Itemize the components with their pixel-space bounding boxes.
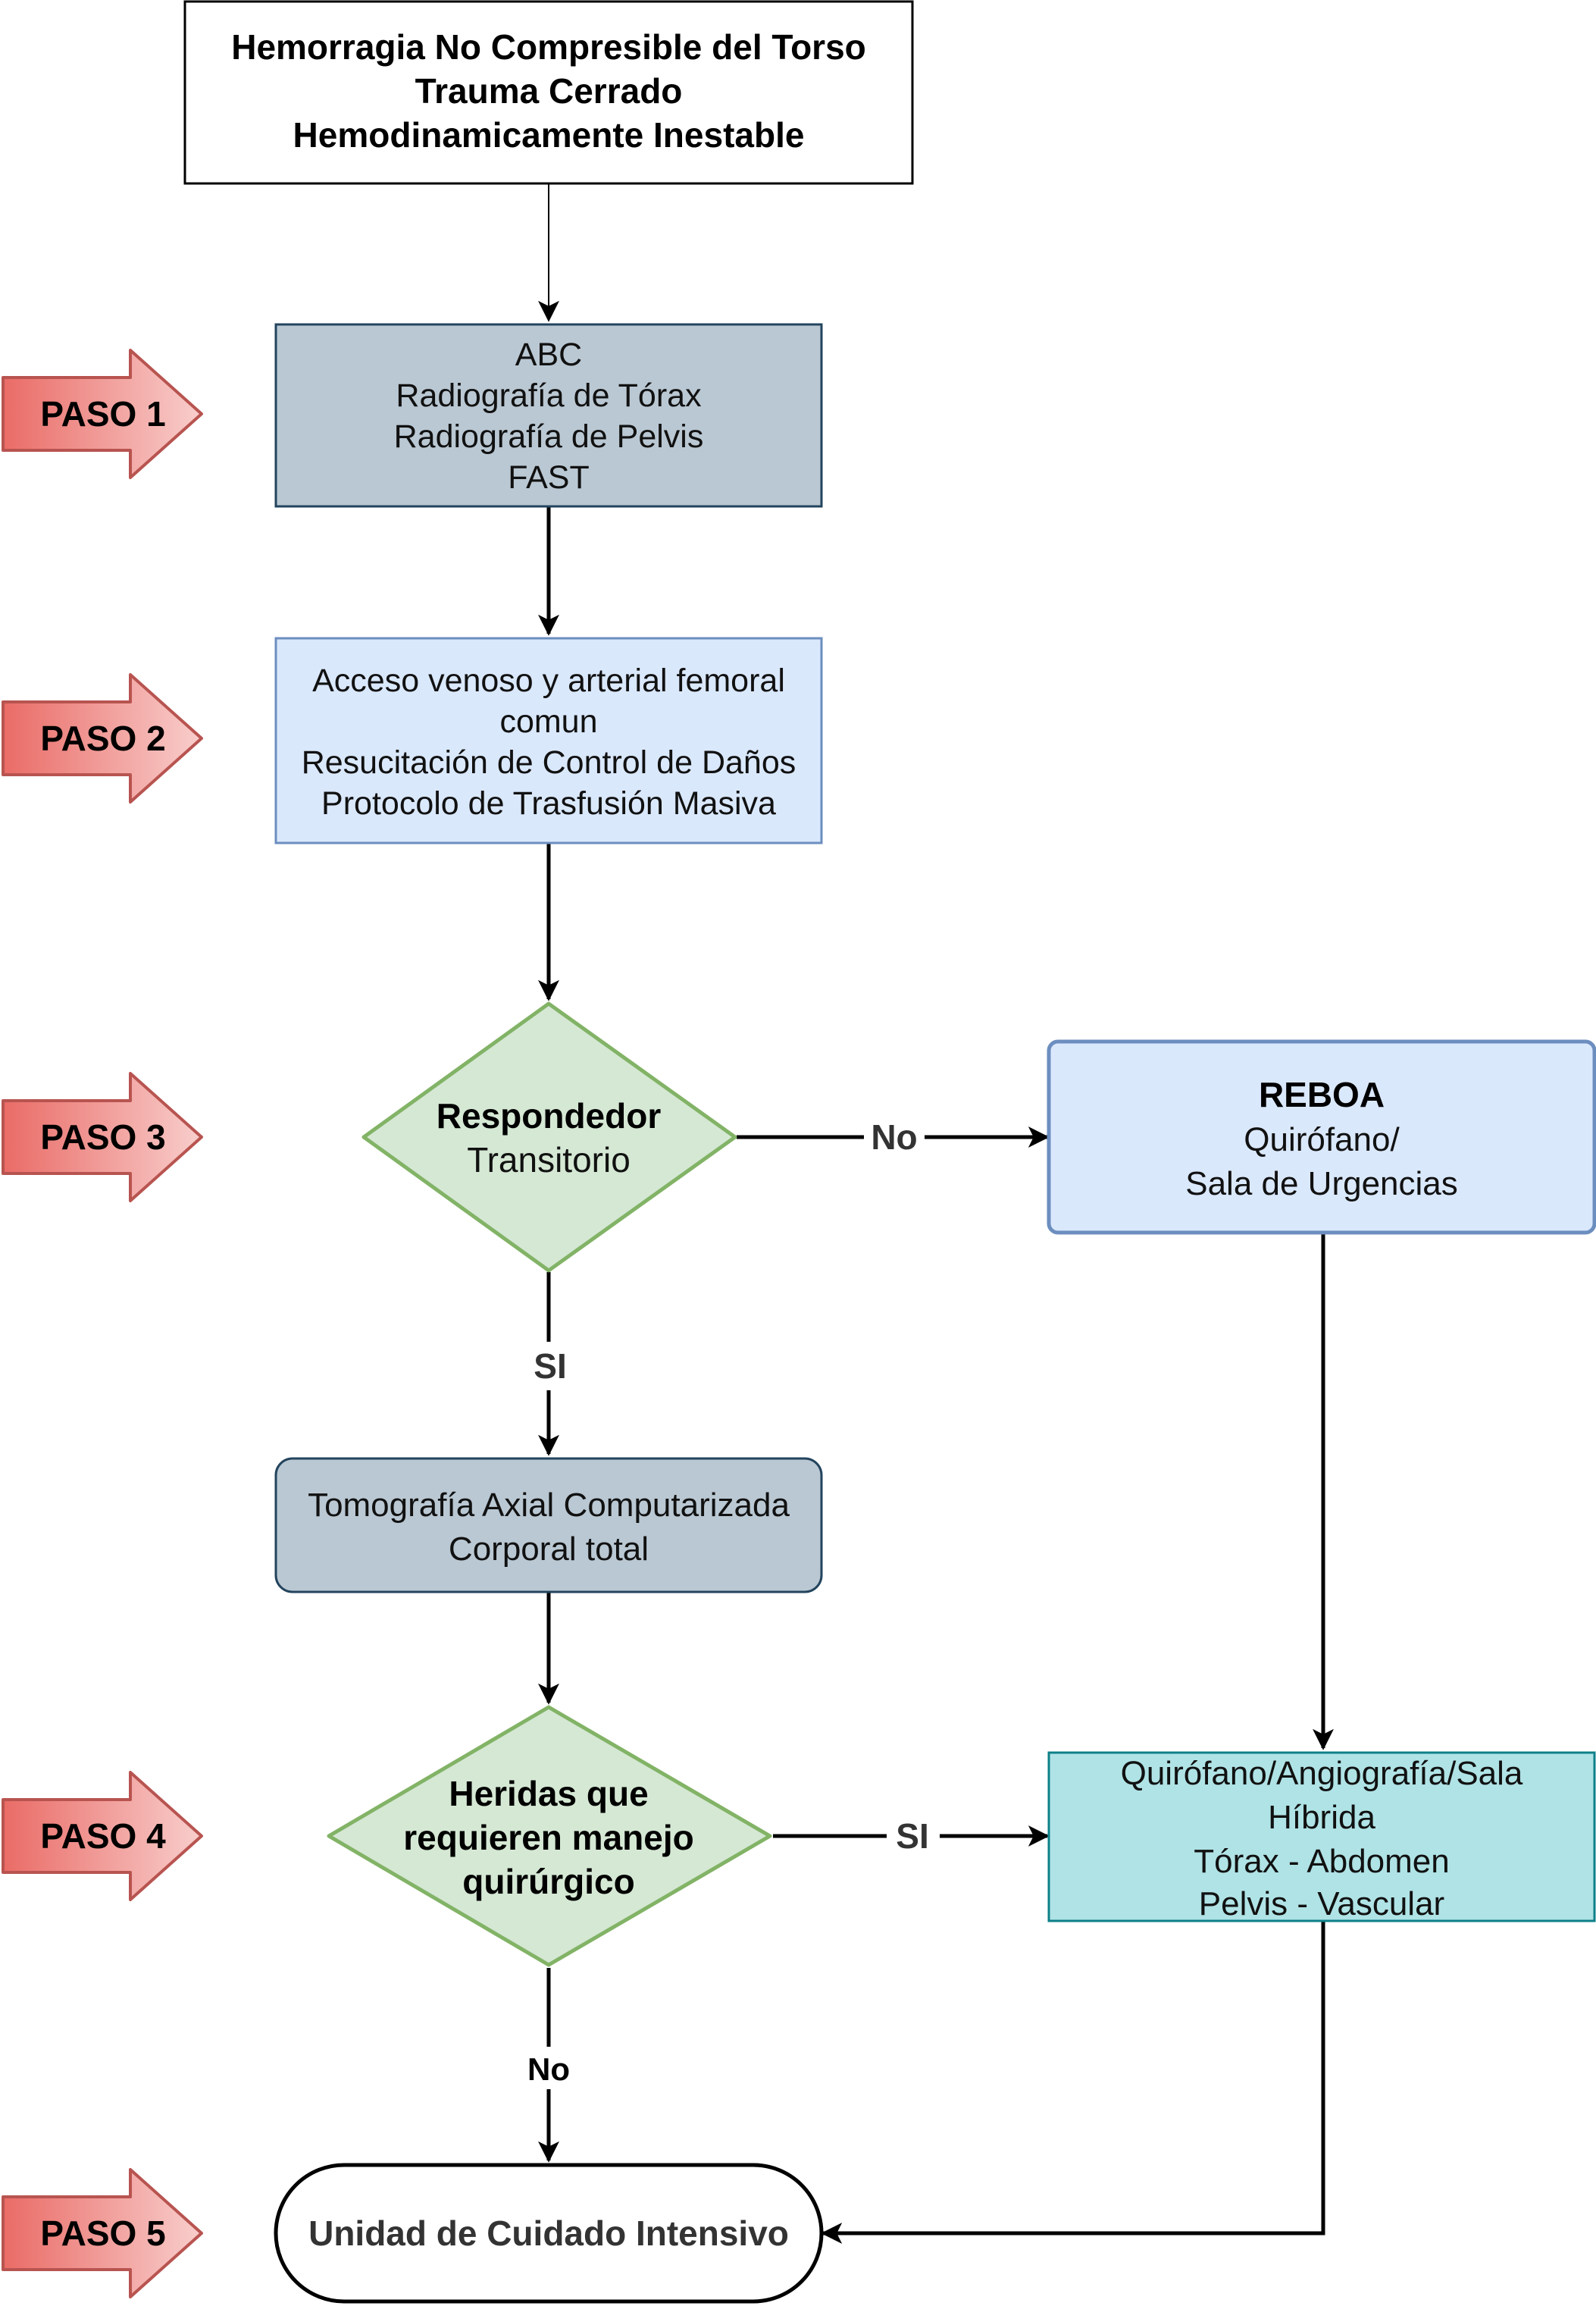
decision1-subtitle: Transitorio (467, 1140, 631, 1180)
reboa-line-2: Sala de Urgencias (1185, 1165, 1458, 1202)
reboa-node: REBOA Quirófano/ Sala de Urgencias (1047, 1039, 1596, 1235)
step2-node: Acceso venoso y arterial femoral comun R… (274, 637, 823, 844)
decision2-line-1: Heridas que (449, 1774, 648, 1813)
edge-label-d2-si: SI (896, 1816, 928, 1856)
reboa-title: REBOA (1259, 1075, 1385, 1114)
step-arrows: PASO 1 PASO 2 PASO 3 PASO 4 PASO 5 (2, 349, 203, 2298)
start-line-3: Hemodinamicamente Inestable (293, 115, 805, 155)
step2-line-1: Acceso venoso y arterial femoral (312, 663, 785, 699)
step1-line-3: Radiografía de Pelvis (394, 418, 704, 455)
step2-line-3: Resucitación de Control de Daños (302, 744, 796, 781)
ct-line-2: Corporal total (449, 1531, 649, 1568)
edge-label-d1-si: SI (534, 1346, 566, 1386)
ct-node: Tomografía Axial Computarizada Corporal … (274, 1457, 823, 1593)
step1-line-1: ABC (515, 337, 582, 373)
step-arrow-1: PASO 1 (2, 349, 203, 479)
surgery-node: Quirófano/Angiografía/Sala Híbrida Tórax… (1047, 1751, 1596, 1922)
step-label-1: PASO 1 (40, 394, 165, 434)
step-label-5: PASO 5 (40, 2214, 165, 2253)
step1-line-4: FAST (508, 459, 590, 496)
edge-label-d2-no: No (527, 2051, 570, 2087)
step-arrow-3: PASO 3 (2, 1072, 203, 1202)
step2-line-2: comun (499, 703, 597, 740)
surgery-line-3: Tórax - Abdomen (1194, 1843, 1450, 1880)
step-label-4: PASO 4 (40, 1816, 166, 1856)
step-arrow-5: PASO 5 (2, 2168, 203, 2298)
icu-node: Unidad de Cuidado Intensivo (274, 2163, 824, 2304)
step-arrow-4: PASO 4 (2, 1771, 203, 1901)
icu-label: Unidad de Cuidado Intensivo (308, 2214, 789, 2253)
surgery-line-1: Quirófano/Angiografía/Sala (1121, 1755, 1523, 1792)
edge-labels: No SI SI No (518, 1114, 940, 2089)
start-node: Hemorragia No Compresible del Torso Trau… (183, 0, 914, 185)
edge-surgery-to-icu (821, 1921, 1325, 2244)
surgery-line-2: Híbrida (1268, 1799, 1375, 1836)
decision1-title: Respondedor (437, 1096, 662, 1136)
step-arrow-2: PASO 2 (2, 673, 203, 804)
reboa-line-1: Quirófano/ (1244, 1121, 1400, 1158)
decision2-line-2: requieren manejo (403, 1818, 693, 1857)
decision2-node: Heridas que requieren manejo quirúrgico (327, 1705, 772, 1967)
decision1-node: Respondedor Transitorio (361, 1001, 737, 1273)
step-label-3: PASO 3 (40, 1117, 165, 1157)
decision2-line-3: quirúrgico (462, 1862, 634, 1901)
step1-node: ABC Radiografía de Tórax Radiografía de … (274, 323, 823, 508)
surgery-line-4: Pelvis - Vascular (1199, 1885, 1444, 1922)
step1-line-2: Radiografía de Tórax (396, 378, 702, 414)
edge-label-d1-no: No (871, 1117, 917, 1157)
start-line-1: Hemorragia No Compresible del Torso (231, 27, 866, 67)
step2-line-4: Protocolo de Trasfusión Masiva (321, 785, 776, 822)
start-line-2: Trauma Cerrado (415, 71, 683, 111)
step-label-2: PASO 2 (40, 719, 165, 758)
ct-line-1: Tomografía Axial Computarizada (308, 1487, 790, 1524)
